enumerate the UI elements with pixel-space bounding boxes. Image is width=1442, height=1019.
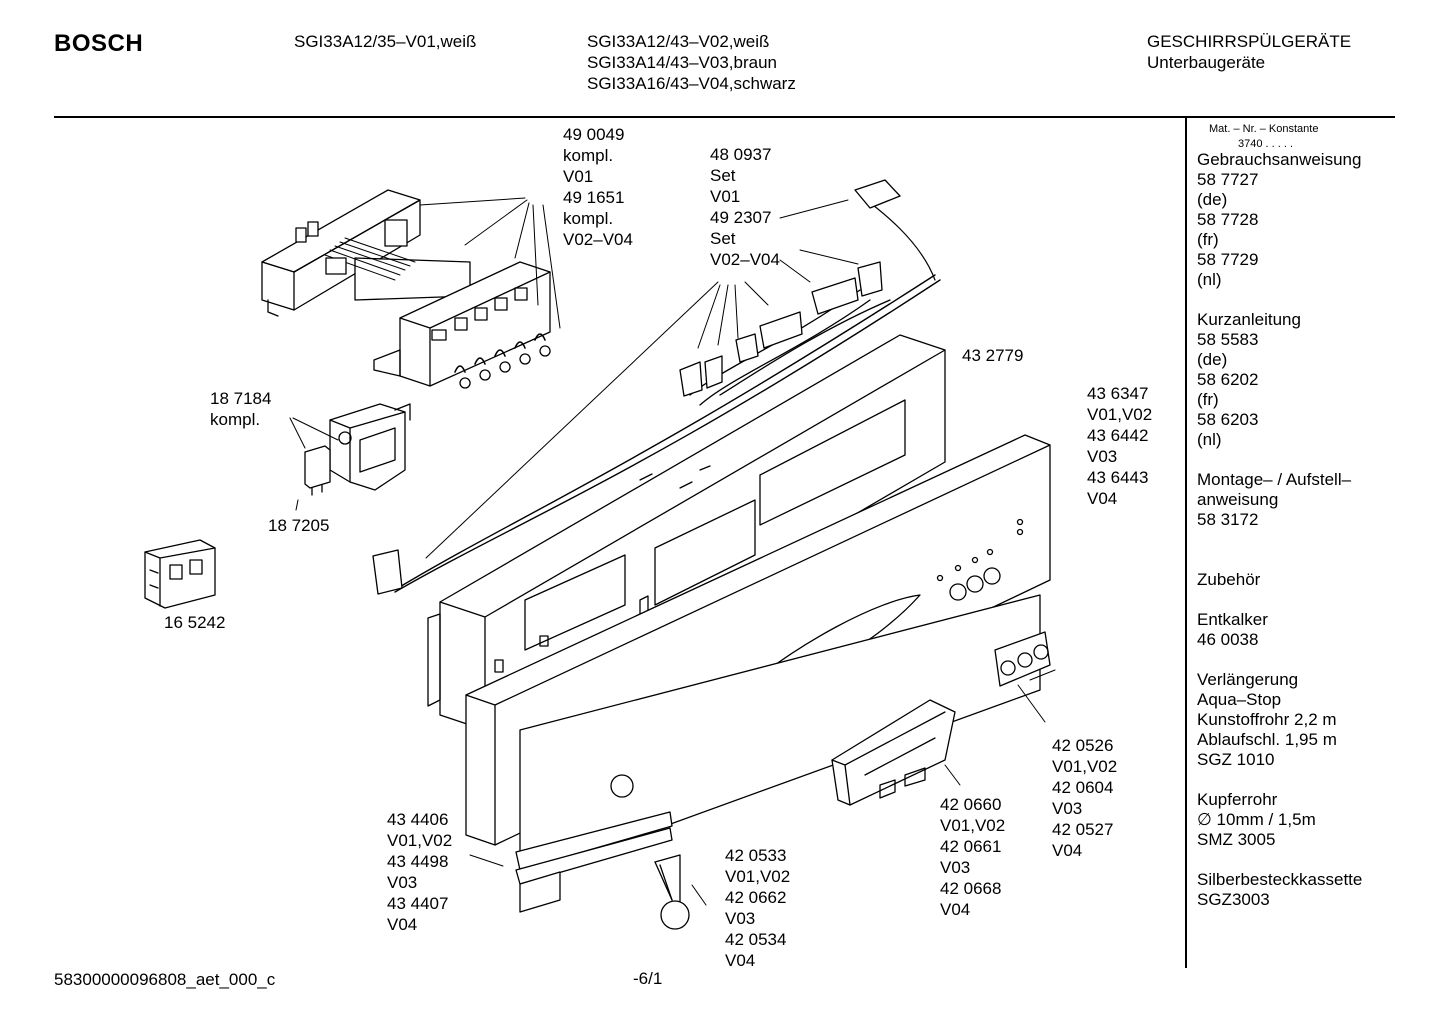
model-list-2: SGI33A12/43–V02,weiß SGI33A14/43–V03,bra… [587,31,796,94]
leader-lines-187184 [289,417,339,511]
label-165242: 16 5242 [164,613,226,632]
panel-cover [515,594,1041,913]
model-line: SGI33A12/35–V01,weiß [294,32,477,51]
leader-lines-480937 [425,199,859,559]
category-title: GESCHIRRSPÜLGERÄTE Unterbaugeräte [1147,31,1351,73]
wiring-harness [372,179,941,595]
electronic-module [261,189,551,389]
sidebar-constant: 3740 . . . . . [1238,138,1294,150]
leader-lines-490049 [419,197,561,329]
sidebar-parts-list: Gebrauchsanweisung 58 7727 (de) 58 7728 … [1197,150,1363,909]
label-436347: 43 6347 V01,V02 43 6442 V03 43 6443 V04 [1087,384,1153,508]
label-420660: 42 0660 V01,V02 42 0661 V03 42 0668 V04 [940,795,1006,919]
model-line: SGI33A12/43–V02,weiß [587,32,770,51]
button-set [994,631,1051,687]
header-rule [54,116,1395,118]
document-id: 58300000096808_aet_000_c [54,970,276,989]
label-187205: 18 7205 [268,516,330,535]
brand-logo: BOSCH [54,30,144,57]
label-420526: 42 0526 V01,V02 42 0604 V03 42 0527 V04 [1052,736,1118,860]
switch-part [144,539,216,609]
label-420533: 42 0533 V01,V02 42 0662 V03 42 0534 V04 [725,846,791,970]
label-434406: 43 4406 V01,V02 43 4498 V03 43 4407 V04 [387,810,453,934]
label-490049: 49 0049 kompl. V01 49 1651 kompl. V02–V0… [563,125,633,249]
door-switch [329,403,411,491]
door-handle [831,699,956,806]
label-187184: 18 7184 kompl. [210,389,272,429]
leader-line-420660 [944,764,961,786]
model-line: SGI33A16/43–V04,schwarz [587,74,796,93]
label-480937: 48 0937 Set V01 49 2307 Set V02–V04 [710,145,780,269]
sidebar-divider [1185,118,1187,968]
model-list-1: SGI33A12/35–V01,weiß [294,31,476,52]
category-line: GESCHIRRSPÜLGERÄTE [1147,32,1352,51]
switch-connector [304,445,331,496]
leader-line-434406 [469,854,504,867]
category-line: Unterbaugeräte [1147,53,1266,72]
label-432779: 43 2779 [962,346,1024,365]
leader-line-420526 [1017,669,1056,723]
leader-line-420533 [691,884,707,906]
knob-button [654,854,690,930]
sidebar-heading: Mat. – Nr. – Konstante [1209,123,1319,135]
model-line: SGI33A14/43–V03,braun [587,53,777,72]
page-number: -6/1 [633,969,663,988]
